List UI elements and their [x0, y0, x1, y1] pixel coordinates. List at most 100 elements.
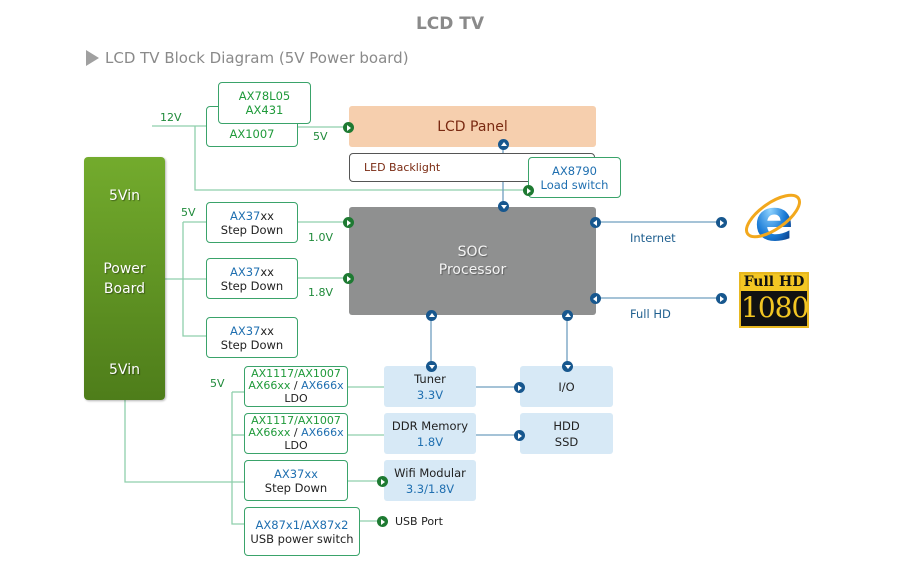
ddr-label: DDR Memory	[391, 418, 469, 433]
power-board-5vin-top: 5Vin	[109, 188, 140, 204]
wifi-step-down-desc: Step Down	[264, 480, 328, 495]
ldo-1-part-b: AX666x	[301, 379, 344, 393]
step-down-1-desc: Step Down	[220, 222, 284, 237]
connector-usb-port	[377, 516, 388, 527]
full-hd-logo-top: Full HD	[741, 274, 807, 291]
connector-soc-top	[498, 201, 509, 212]
voltage-5v-ldo: 5V	[210, 377, 225, 390]
soc-processor: SOC Processor	[349, 207, 596, 315]
power-board-label-1: Power	[103, 261, 146, 277]
ldo-2: AX1117/AX1007 AX66xx / AX666x LDO	[244, 413, 348, 454]
connector-fullhd-out	[716, 293, 727, 304]
wifi-voltage: 3.3/1.8V	[405, 481, 455, 496]
step-down-3-suffix: xx	[260, 323, 274, 338]
voltage-5v-lcd: 5V	[313, 130, 328, 143]
usb-power-switch: AX87x1/AX87x2 USB power switch	[244, 507, 360, 556]
connector-soc-internet	[590, 217, 601, 228]
step-down-2: AX37xx Step Down	[206, 258, 298, 299]
connector-wifi-in	[377, 476, 388, 487]
ldo-1-desc: LDO	[284, 391, 308, 405]
connector-load-switch-in	[523, 185, 534, 196]
internet-label: Internet	[630, 231, 676, 245]
step-down-3-part: AX37	[229, 323, 261, 338]
load-switch-part: AX8790	[551, 163, 597, 178]
wire-5v-bus	[182, 222, 206, 337]
ldo-2-line1: AX1117/AX1007	[251, 413, 341, 427]
play-triangle-icon	[86, 50, 99, 66]
step-down-1-suffix: xx	[260, 208, 274, 223]
wifi-label: Wifi Modular	[394, 465, 466, 480]
step-down-2-desc: Step Down	[220, 278, 284, 293]
connector-internet-out	[716, 217, 727, 228]
power-board-5vin-bottom: 5Vin	[109, 362, 140, 378]
io-label: I/O	[558, 379, 575, 394]
step-down-2-part: AX37	[229, 264, 261, 279]
storage-block: HDD SSD	[520, 413, 613, 454]
voltage-1v0: 1.0V	[308, 231, 334, 244]
usb-switch-part: AX87x1/AX87x2	[255, 517, 349, 532]
ax431-label: AX431	[245, 103, 284, 117]
ddr-memory-block: DDR Memory 1.8V	[384, 413, 476, 454]
tuner-block: Tuner 3.3V	[384, 366, 476, 407]
load-switch-desc: Load switch	[540, 177, 609, 192]
power-board: 5Vin Power Board 5Vin	[84, 157, 165, 400]
processor-label: Processor	[438, 262, 507, 278]
connector-tuner-top	[426, 361, 437, 372]
ldo-2-part-a: AX66xx	[248, 426, 291, 440]
ddr-voltage: 1.8V	[416, 434, 444, 449]
ax1007-label: AX1007	[229, 127, 275, 141]
connector-soc-bottom-right	[562, 310, 573, 321]
connector-lcd-in	[343, 122, 354, 133]
lcd-panel: LCD Panel	[349, 106, 596, 147]
wifi-block: Wifi Modular 3.3/1.8V	[384, 460, 476, 501]
ssd-label: SSD	[554, 434, 579, 449]
ax78l05-label: AX78L05	[238, 89, 291, 103]
wire-5v-lower-bus	[231, 392, 244, 525]
wire-12v-to-load-switch	[194, 126, 529, 191]
connector-soc-bottom-left	[426, 310, 437, 321]
step-down-2-suffix: xx	[260, 264, 274, 279]
connector-lcd-down	[498, 139, 509, 150]
step-down-1-part: AX37	[229, 208, 261, 223]
power-board-label-2: Board	[103, 281, 146, 297]
ldo-1-part-a: AX66xx	[248, 379, 291, 393]
tuner-voltage: 3.3V	[416, 387, 444, 402]
ldo-2-part-b: AX666x	[301, 426, 344, 440]
connector-io-in	[514, 382, 525, 393]
connector-soc-1v8	[343, 273, 354, 284]
wire-5vin-bottom	[124, 400, 244, 483]
io-block: I/O	[520, 366, 613, 407]
wifi-step-down-part: AX37xx	[274, 466, 318, 481]
ldo-2-sep: /	[290, 426, 302, 440]
connector-io-top	[562, 361, 573, 372]
soc-label: SOC	[457, 244, 488, 260]
connector-soc-1v0	[343, 217, 354, 228]
full-hd-logo-1080: 1080	[741, 291, 809, 324]
hdd-label: HDD	[553, 418, 580, 433]
connector-storage-in	[514, 430, 525, 441]
internet-explorer-logo-icon: e	[740, 186, 806, 254]
step-down-3: AX37xx Step Down	[206, 317, 298, 358]
ldo-1-line1: AX1117/AX1007	[251, 366, 341, 380]
usb-port-label: USB Port	[395, 515, 443, 528]
connector-soc-fullhd	[590, 293, 601, 304]
regulator-ax78l05: AX78L05 AX431	[218, 82, 311, 124]
diagram-subtitle: LCD TV Block Diagram (5V Power board)	[86, 49, 409, 67]
page-title: LCD TV	[415, 14, 485, 34]
voltage-1v8: 1.8V	[308, 286, 334, 299]
tuner-label: Tuner	[414, 371, 446, 386]
voltage-5v-stepdown: 5V	[181, 206, 196, 219]
load-switch: AX8790 Load switch	[528, 157, 621, 198]
ldo-2-desc: LDO	[284, 438, 308, 452]
wifi-step-down: AX37xx Step Down	[244, 460, 348, 501]
usb-switch-desc: USB power switch	[250, 531, 354, 546]
ldo-1: AX1117/AX1007 AX66xx / AX666x LDO	[244, 366, 348, 407]
full-hd-1080-logo: Full HD 1080	[739, 272, 809, 328]
step-down-1: AX37xx Step Down	[206, 202, 298, 243]
ldo-1-sep: /	[290, 379, 302, 393]
subtitle-text: LCD TV Block Diagram (5V Power board)	[105, 49, 409, 67]
full-hd-label: Full HD	[630, 307, 671, 321]
voltage-12v: 12V	[160, 111, 182, 124]
step-down-3-desc: Step Down	[220, 337, 284, 352]
